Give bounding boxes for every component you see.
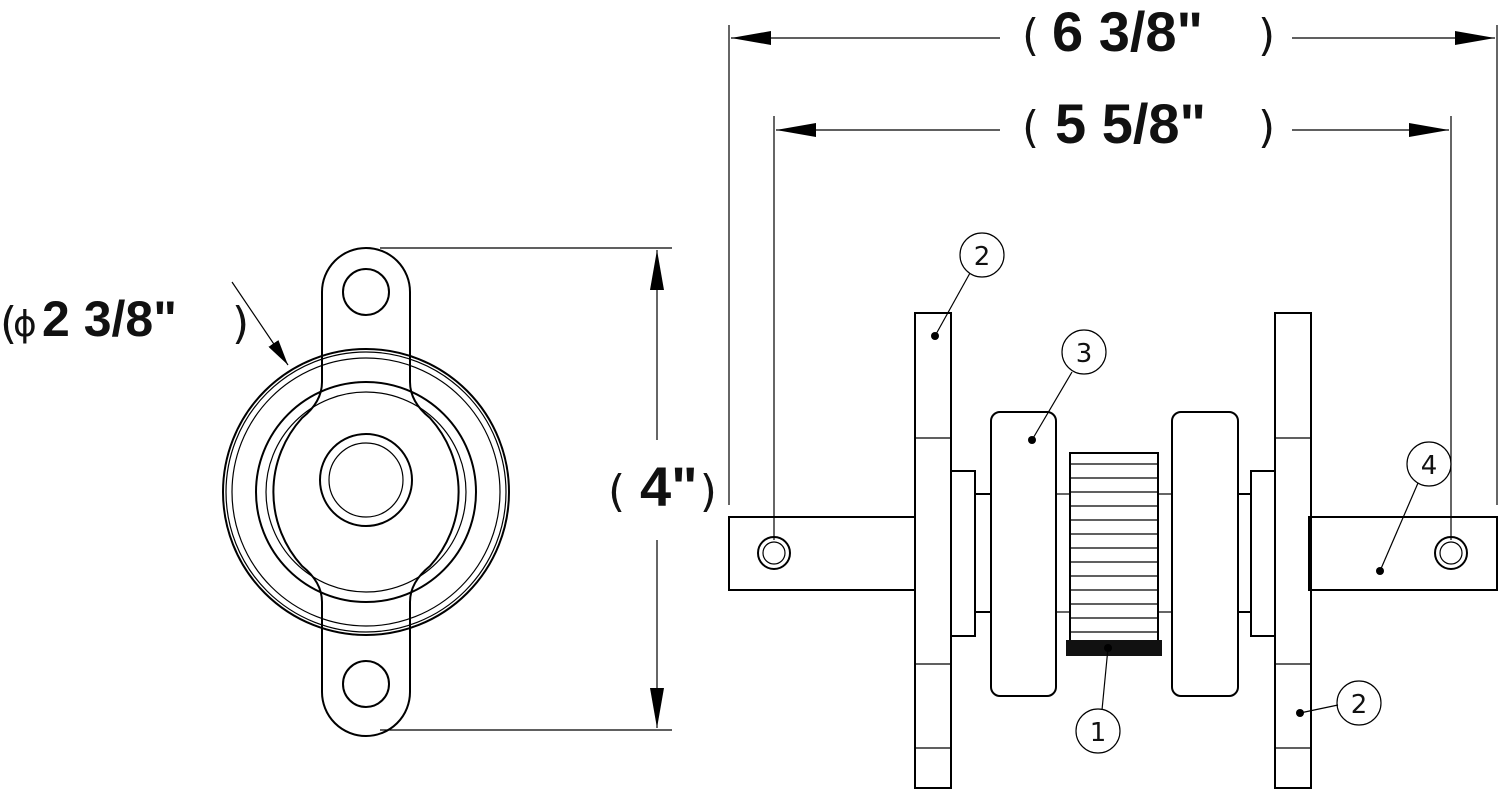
axle-left (728, 516, 916, 591)
diameter-value: 2 3/8" (42, 291, 177, 347)
overall-open-paren: ( (1022, 10, 1039, 61)
right-wheel (1171, 411, 1239, 697)
wheel-inner-rim (231, 357, 501, 627)
height-dimension-label: ( 4" (608, 455, 698, 518)
wheel-hub-ring (255, 381, 477, 603)
wheel-tread (225, 351, 507, 633)
balloon-part-4: 4 (1376, 441, 1452, 575)
wheel-hub-ring-inner (265, 391, 467, 593)
center-hub-left (1055, 493, 1071, 613)
center-hub-right (1157, 493, 1173, 613)
diameter-close-paren: ) (232, 298, 249, 349)
bracket-bottom-hole (342, 660, 390, 708)
hole-span-value: 5 5/8" (1055, 92, 1206, 155)
hole-span-dimension: ( 5 5/8" ) (773, 92, 1452, 540)
left-spacer (974, 493, 992, 613)
axle-right-hole-inner (1439, 541, 1463, 565)
balloon-label: 3 (1076, 339, 1093, 369)
right-spacer (1237, 493, 1252, 613)
overall-width-value: 6 3/8" (1052, 0, 1203, 63)
balloon-label: 1 (1090, 718, 1107, 748)
left-wheel (990, 411, 1057, 697)
balloon-label: 2 (974, 242, 991, 272)
diameter-dimension-label: ( ϕ 2 3/8" ) (0, 291, 249, 349)
balloon-part-1: 1 (1075, 644, 1121, 754)
diameter-symbol: ϕ (13, 304, 37, 345)
height-value: 4" (640, 455, 698, 518)
left-bearing (950, 470, 976, 637)
left-bracket-plate (914, 312, 952, 789)
overall-width-dimension: ( 6 3/8" ) (728, 0, 1498, 505)
side-view (728, 312, 1498, 789)
span-open-paren: ( (1022, 102, 1039, 153)
balloon-part-2-bottom: 2 (1296, 680, 1382, 726)
bracket-top-hole (342, 268, 390, 316)
balloon-label: 4 (1421, 451, 1438, 481)
axle-boss-outer (319, 433, 413, 527)
diameter-open-paren: ( (0, 298, 17, 349)
center-gear (1069, 452, 1159, 656)
axle-right (1308, 516, 1498, 591)
span-close-paren: ) (1258, 102, 1275, 153)
axle-left-hole-inner (762, 541, 786, 565)
gear-base (1066, 640, 1162, 656)
diameter-leader (231, 281, 289, 366)
bracket-plate (272, 247, 460, 737)
balloon-part-3: 3 (1028, 329, 1107, 444)
balloon-label: 2 (1351, 690, 1368, 720)
height-close-paren: ) (700, 466, 717, 517)
right-bracket-plate (1274, 312, 1312, 789)
gear-teeth (1070, 463, 1158, 645)
axle-boss-inner (328, 442, 404, 518)
wheel-outer-rim (222, 348, 510, 636)
balloon-part-2-top: 2 (931, 232, 1005, 340)
front-view (222, 247, 672, 737)
right-bearing (1250, 470, 1276, 637)
overall-close-paren: ) (1258, 10, 1275, 61)
height-open-paren: ( (608, 466, 625, 517)
